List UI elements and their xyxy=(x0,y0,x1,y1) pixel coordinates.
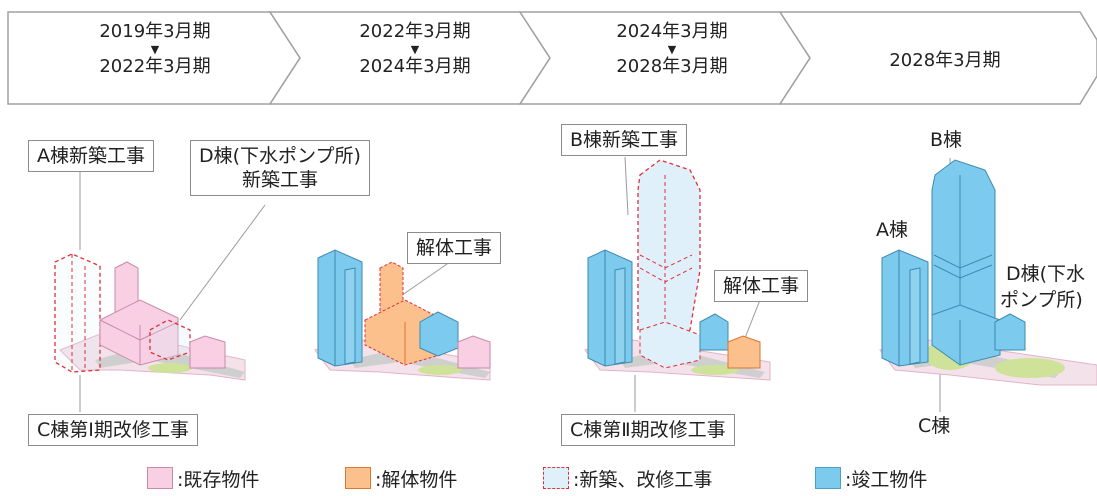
timeline-phase-4: 2028年3月期 xyxy=(830,46,1060,72)
timeline-step-4 xyxy=(778,11,1097,105)
phase-2-from: 2022年3月期 xyxy=(359,21,471,42)
phase-1-to: 2022年3月期 xyxy=(99,56,211,77)
legend-demolition: :解体物件 xyxy=(345,465,457,491)
callout-c-phase1: C棟第Ⅰ期改修工事 xyxy=(28,414,198,446)
scene4-d-building xyxy=(994,313,1026,351)
legend-demolition-swatch xyxy=(345,467,371,489)
legend-construction-swatch xyxy=(543,467,569,489)
scene2-c-building xyxy=(457,335,491,369)
legend-construction: :新築、改修工事 xyxy=(543,465,712,491)
callout-a-new: A棟新築工事 xyxy=(28,140,154,172)
legend-demolition-label: :解体物件 xyxy=(375,468,458,491)
timeline-phase-1: 2019年3月期 ▼ 2022年3月期 xyxy=(40,20,270,79)
label-d-building-line2: ポンプ所) xyxy=(1000,289,1083,311)
label-a-building: A棟 xyxy=(876,219,908,241)
legend-existing: :既存物件 xyxy=(147,465,259,491)
leader-lines xyxy=(79,156,951,412)
phase-4-single: 2028年3月期 xyxy=(889,50,1001,71)
timeline-phase-2: 2022年3月期 ▼ 2024年3月期 xyxy=(300,20,530,79)
callout-d-new: D棟(下水ポンプ所) 新築工事 xyxy=(190,140,370,196)
scene1-existing-small xyxy=(189,335,226,369)
scene3-b-tower-new xyxy=(637,159,701,346)
scene-2028 xyxy=(879,159,1097,386)
scene-2022-2024 xyxy=(314,249,491,381)
scene-2019-2022 xyxy=(54,253,246,381)
phase-2-arrow: ▼ xyxy=(410,43,420,56)
timeline-phase-3: 2024年3月期 ▼ 2028年3月期 xyxy=(557,20,787,79)
scene4-a-building xyxy=(881,249,929,367)
scene2-green xyxy=(418,365,462,375)
legend-construction-label: :新築、改修工事 xyxy=(573,468,713,491)
callout-demolition-1: 解体工事 xyxy=(407,232,502,264)
callout-d-new-line2: 新築工事 xyxy=(241,169,318,191)
timeline-band xyxy=(7,11,1097,105)
scene3-d-building xyxy=(699,313,729,351)
callout-d-new-line1: D棟(下水ポンプ所) xyxy=(199,145,361,167)
scene3-c-building-demo xyxy=(727,335,761,369)
phase-1-arrow: ▼ xyxy=(150,43,160,56)
scene3-green xyxy=(691,365,739,375)
phase-3-from: 2024年3月期 xyxy=(616,21,728,42)
scene4-green-2 xyxy=(995,358,1065,378)
phase-1-from: 2019年3月期 xyxy=(99,21,211,42)
scene-2024-2028 xyxy=(584,159,771,381)
label-b-building: B棟 xyxy=(930,129,963,151)
scene1-d-building-new xyxy=(149,319,191,361)
phase-3-to: 2028年3月期 xyxy=(616,56,728,77)
legend-completed-label: :竣工物件 xyxy=(845,468,928,491)
legend-existing-swatch xyxy=(147,467,173,489)
callout-b-new: B棟新築工事 xyxy=(561,124,688,156)
label-d-building-line1: D棟(下水 xyxy=(1006,263,1086,285)
scene1-a-building-new xyxy=(54,253,101,373)
scene1-existing-block xyxy=(99,299,179,366)
callout-c-phase2: C棟第Ⅱ期改修工事 xyxy=(561,414,735,446)
phase-2-to: 2024年3月期 xyxy=(359,56,471,77)
scene2-d-building xyxy=(419,311,459,357)
legend-completed: :竣工物件 xyxy=(815,465,927,491)
label-c-building: C棟 xyxy=(918,415,951,437)
scene1-green xyxy=(148,363,192,373)
legend-completed-swatch xyxy=(815,467,841,489)
callout-demolition-2: 解体工事 xyxy=(714,270,809,302)
phase-3-arrow: ▼ xyxy=(667,43,677,56)
legend-existing-label: :既存物件 xyxy=(177,468,260,491)
